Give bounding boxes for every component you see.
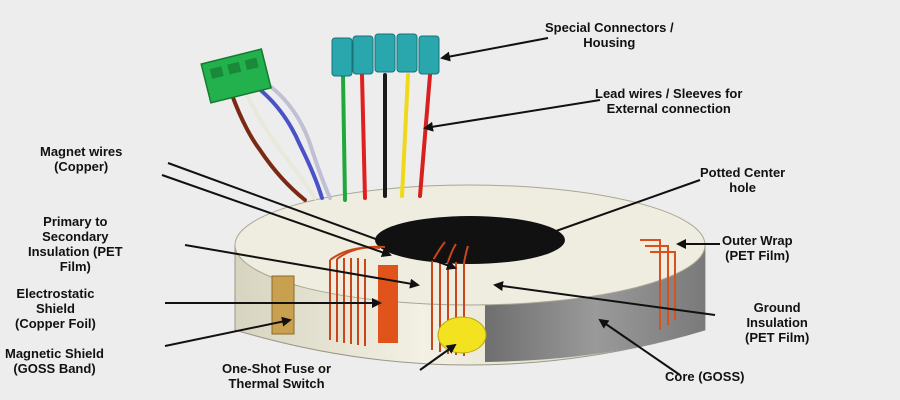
arrow-special-connectors	[440, 37, 549, 62]
arrow-ground-insulation	[493, 281, 716, 316]
label-electrostatic-shield: Electrostatic Shield (Copper Foil)	[15, 286, 96, 331]
label-ground-insulation: Ground Insulation (PET Film)	[745, 300, 810, 345]
fuse	[437, 316, 487, 354]
goss-band	[271, 275, 295, 335]
arrow-magnet-wires-2	[167, 162, 457, 270]
arrow-potted-center	[523, 179, 701, 245]
leader-lines	[161, 37, 720, 376]
label-magnet-wires: Magnet wires (Copper)	[40, 144, 123, 174]
arrow-fuse	[419, 343, 457, 371]
lead-wires	[230, 73, 432, 202]
label-one-shot-fuse: One-Shot Fuse or Thermal Switch	[222, 361, 332, 391]
arrow-lead-wires	[423, 99, 601, 132]
arrow-primary-secondary	[184, 244, 420, 289]
spade-connectors	[331, 33, 440, 77]
label-core: Core (GOSS)	[665, 369, 745, 384]
label-outer-wrap: Outer Wrap (PET Film)	[722, 233, 793, 263]
arrow-magnet-wires-1	[161, 174, 392, 258]
arrow-core	[598, 318, 681, 376]
copper-foil	[378, 265, 398, 343]
label-potted-center: Potted Center hole	[700, 165, 786, 195]
arrow-magnetic-shield	[164, 316, 292, 347]
label-primary-secondary: Primary to Secondary Insulation (PET Fil…	[28, 214, 123, 274]
center-hole	[375, 216, 565, 264]
green-connector	[200, 48, 272, 104]
label-special-connectors: Special Connectors / Housing	[545, 20, 674, 50]
outer-windings	[640, 239, 676, 330]
label-magnetic-shield: Magnetic Shield (GOSS Band)	[5, 346, 104, 376]
label-lead-wires: Lead wires / Sleeves for External connec…	[595, 86, 743, 116]
